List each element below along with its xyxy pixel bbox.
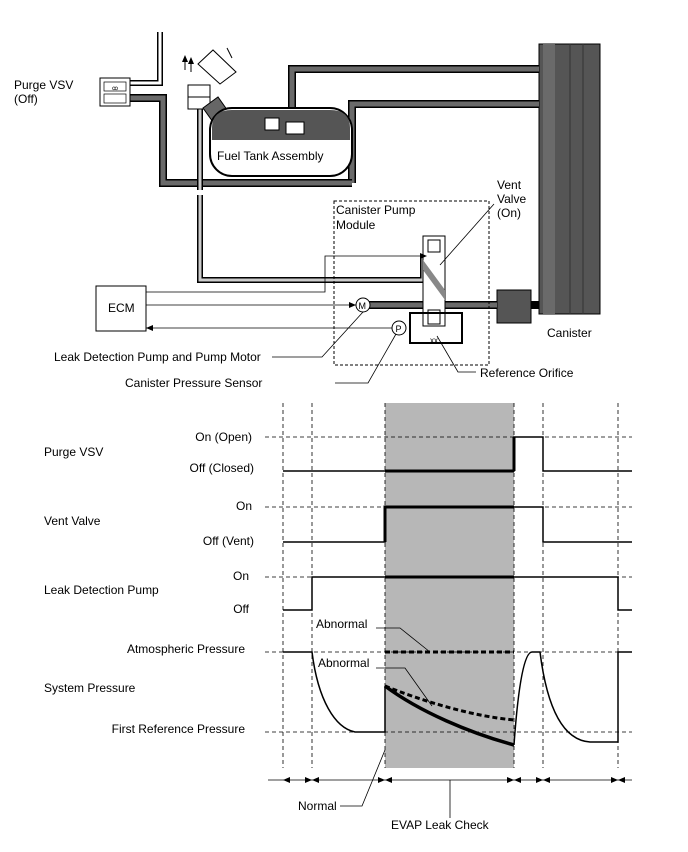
row-vent-valve: Vent Valve xyxy=(44,514,101,528)
level-on-vent: On xyxy=(236,499,252,513)
canister-label: Canister xyxy=(547,326,592,340)
signal-lines xyxy=(146,255,420,329)
purge-vsv-symbol: ꝏ xyxy=(99,77,131,107)
reference-orifice-label: Reference Orifice xyxy=(480,366,574,380)
fuel-tank-label: Fuel Tank Assembly xyxy=(217,149,324,163)
sensor-symbol: P xyxy=(396,324,402,334)
row-leak-pump: Leak Detection Pump xyxy=(44,583,159,597)
pump-module-box xyxy=(333,200,490,366)
vent-valve-symbol: xx xyxy=(409,235,463,345)
level-on-pump: On xyxy=(233,569,249,583)
timing-chart: Purge VSV Vent Valve Leak Detection Pump… xyxy=(44,403,632,832)
motor-symbol: M xyxy=(359,301,367,311)
system-pressure-trace xyxy=(283,650,632,747)
vent-valve-label-2: Valve xyxy=(497,192,526,206)
annotation-normal: Normal xyxy=(298,799,337,813)
ecm-box xyxy=(95,285,147,332)
row-system-pressure: System Pressure xyxy=(44,681,136,695)
leader-lines xyxy=(272,203,495,384)
pressure-sensor-label: Canister Pressure Sensor xyxy=(125,376,262,390)
purge-vsv-label: Purge VSV xyxy=(14,78,73,92)
level-on-open: On (Open) xyxy=(195,430,252,444)
level-off-pump: Off xyxy=(233,602,249,616)
pump-module-label-1: Canister Pump xyxy=(336,203,416,217)
level-first-reference: First Reference Pressure xyxy=(112,722,246,736)
interval-arrows xyxy=(283,777,625,783)
annotation-evap-leak-check: EVAP Leak Check xyxy=(391,818,490,832)
pump-module-label-2: Module xyxy=(336,218,376,232)
callout-leaders xyxy=(340,627,451,818)
leak-pump-motor-label: Leak Detection Pump and Pump Motor xyxy=(54,350,261,364)
level-off-closed: Off (Closed) xyxy=(190,461,254,475)
row-purge-vsv: Purge VSV xyxy=(44,445,103,459)
annotation-abnormal-2: Abnormal xyxy=(318,656,369,670)
purge-vsv-state: (Off) xyxy=(14,92,38,106)
canister xyxy=(496,43,601,324)
annotation-abnormal-1: Abnormal xyxy=(316,617,367,631)
fuel-tank: Fuel Tank Assembly xyxy=(209,107,353,177)
vent-valve-label-3: (On) xyxy=(497,206,521,220)
schematic: Fuel Tank Assembly ꝏ Purge VSV (Off) Can… xyxy=(14,32,601,390)
ecm-label: ECM xyxy=(108,301,135,315)
svg-text:ꝏ: ꝏ xyxy=(112,86,118,92)
leak-check-region xyxy=(385,403,514,768)
level-off-vent: Off (Vent) xyxy=(203,534,254,548)
level-atmospheric: Atmospheric Pressure xyxy=(127,642,245,656)
svg-text:xx: xx xyxy=(430,336,438,345)
vent-valve-label-1: Vent xyxy=(497,178,522,192)
